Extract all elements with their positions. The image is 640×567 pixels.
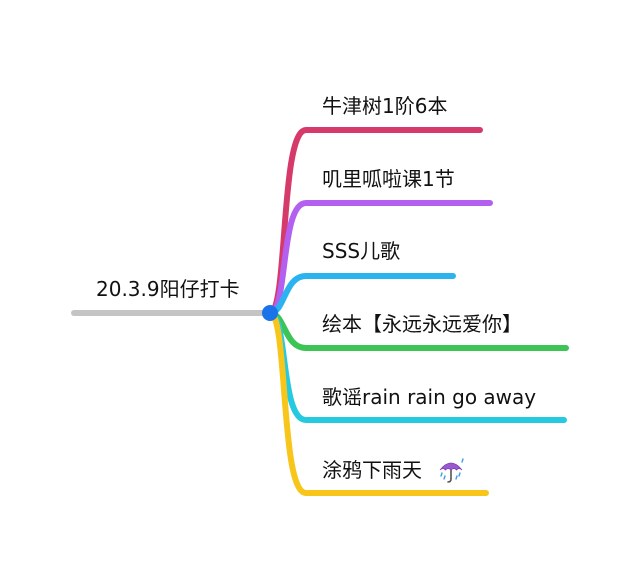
branch-curve-3 bbox=[267, 273, 456, 316]
branch-label-5[interactable]: 歌谣rain rain go away bbox=[322, 385, 536, 409]
umbrella-rain-icon bbox=[439, 458, 464, 483]
root-node-dot[interactable] bbox=[262, 305, 278, 321]
branch-label-3[interactable]: SSS儿歌 bbox=[322, 239, 400, 263]
branch-curve-6 bbox=[267, 310, 489, 496]
root-node-label[interactable]: 20.3.9阳仔打卡 bbox=[96, 277, 240, 301]
branch-label-4[interactable]: 绘本【永远永远爱你】 bbox=[322, 312, 522, 336]
branch-label-2[interactable]: 叽里呱啦课1节 bbox=[322, 167, 455, 191]
branch-label-1[interactable]: 牛津树1阶6本 bbox=[322, 94, 447, 118]
branch-label-6[interactable]: 涂鸦下雨天 bbox=[322, 458, 422, 482]
branch-curve-1 bbox=[267, 127, 483, 316]
